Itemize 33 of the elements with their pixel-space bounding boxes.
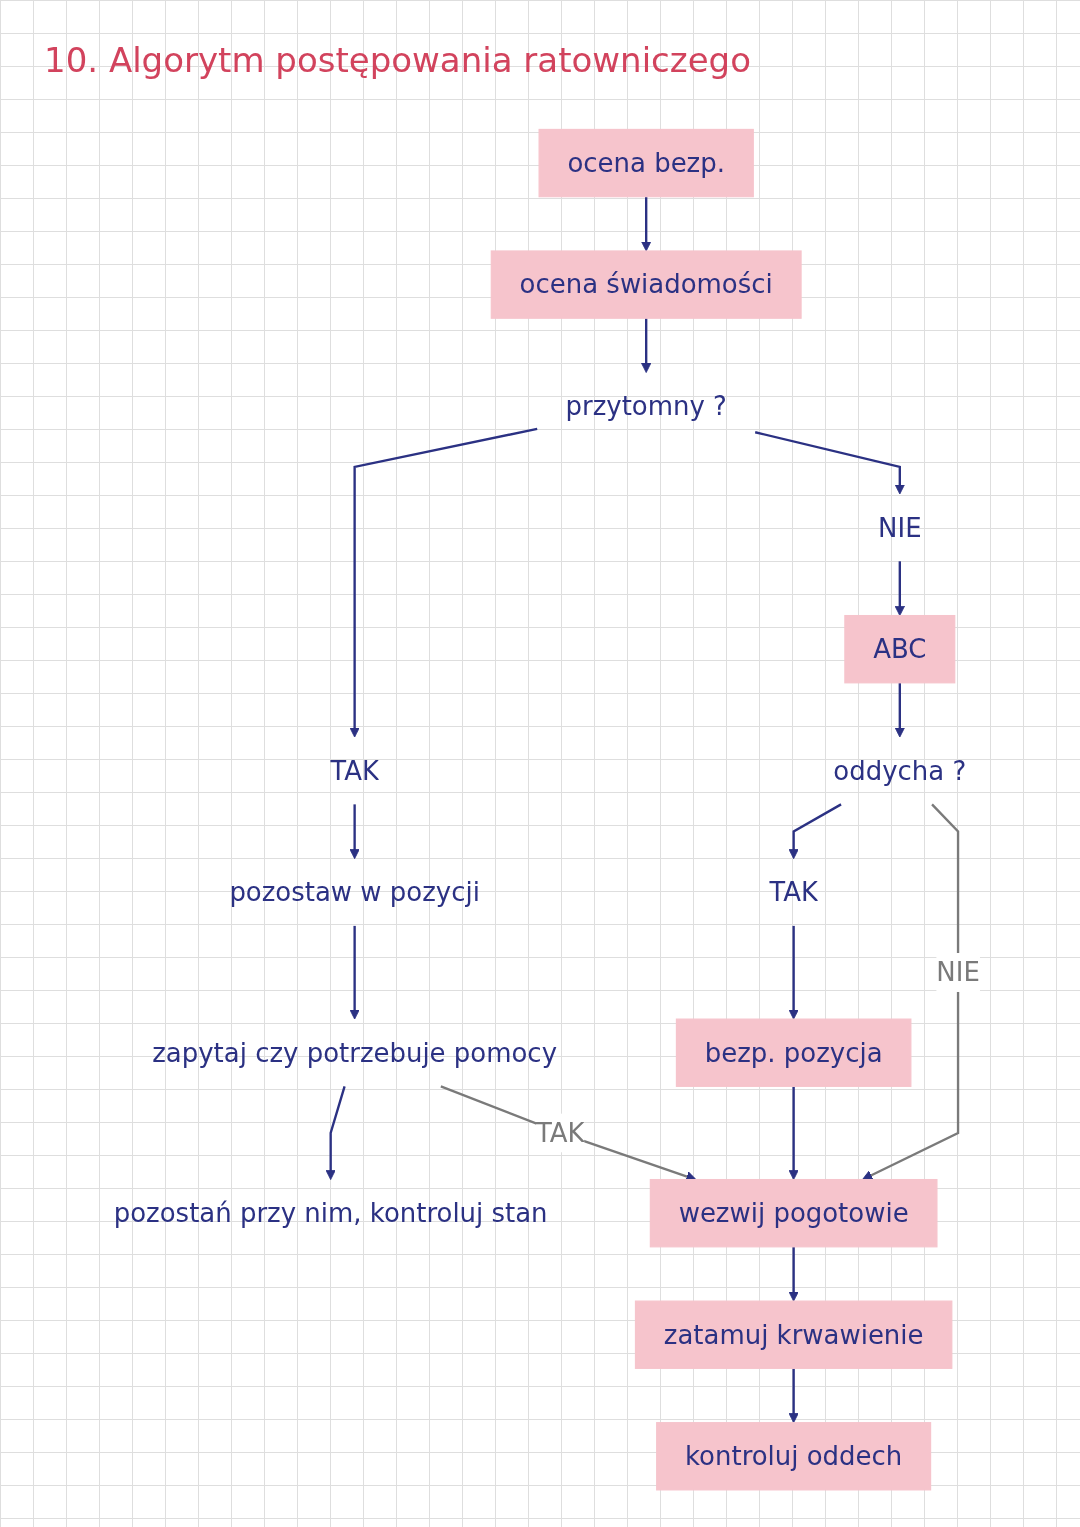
node-box: ocena świadomości: [490, 250, 802, 319]
arrow: [641, 196, 652, 252]
node-box: ABC: [844, 615, 956, 684]
node-text: TAK: [330, 755, 379, 786]
arrow: [349, 804, 360, 860]
edge-label: TAK: [536, 1118, 585, 1148]
arrow: [349, 925, 360, 1020]
arrow: [862, 803, 960, 1181]
node-text: pozostaw w pozycji: [229, 877, 480, 908]
arrow: [325, 1086, 346, 1181]
node-text: zapytaj czy potrzebuje pomocy: [152, 1037, 558, 1068]
arrow: [788, 1368, 799, 1424]
arrow: [894, 561, 905, 617]
title: 10. Algorytm postępowania ratowniczego: [44, 40, 751, 80]
node-text: pozostań przy nim, kontroluj stan: [113, 1198, 548, 1228]
node-box: kontroluj oddech: [656, 1422, 932, 1491]
arrow: [788, 1246, 799, 1302]
arrow: [754, 431, 905, 495]
node-text: oddycha ?: [833, 755, 967, 786]
node-text: TAK: [769, 877, 818, 908]
arrow: [894, 682, 905, 738]
arrow: [788, 925, 799, 1020]
node-text: NIE: [878, 512, 922, 543]
arrow: [641, 318, 652, 373]
edge-label: NIE: [936, 957, 980, 988]
node-box: zatamuj krwawienie: [634, 1300, 953, 1369]
node-box: wezwij pogotowie: [649, 1179, 938, 1248]
node-box: ocena bezp.: [538, 128, 754, 198]
arrow: [788, 803, 842, 860]
node-box: bezp. pozycja: [675, 1018, 912, 1087]
arrow: [788, 1086, 799, 1181]
node-text: przytomny ?: [565, 391, 727, 421]
arrow: [349, 427, 538, 738]
